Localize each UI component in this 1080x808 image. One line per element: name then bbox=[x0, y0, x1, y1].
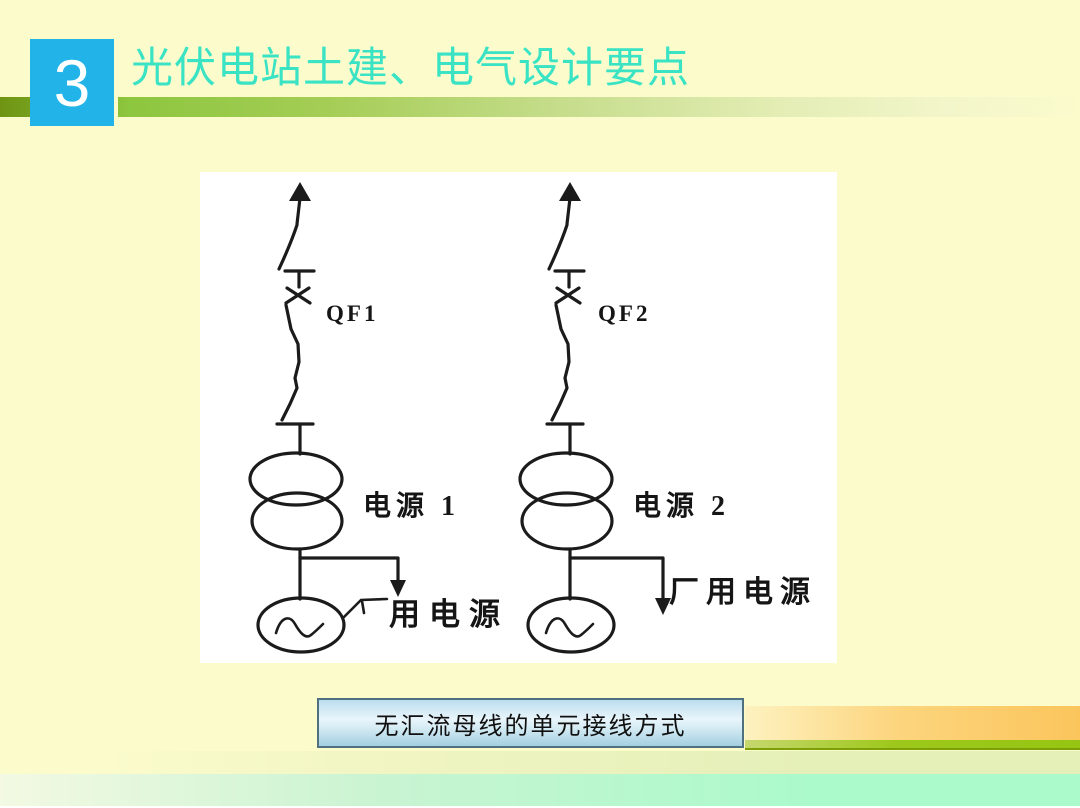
footer-orange-bar bbox=[745, 706, 1080, 740]
footer-pale-band bbox=[0, 751, 1080, 774]
footer-green-bar bbox=[745, 740, 1080, 750]
single-line-diagram-svg: QF1 电源 1 用电源 bbox=[248, 182, 817, 654]
footer-mint-band bbox=[0, 774, 1080, 806]
slide-number-box: 3 bbox=[30, 39, 118, 130]
breaker-x-icon bbox=[284, 271, 312, 305]
header-green-bar bbox=[0, 97, 1080, 117]
up-arrow-icon bbox=[289, 182, 311, 226]
breaker-x-icon bbox=[554, 271, 582, 305]
tap-label-1: 用电源 bbox=[389, 597, 509, 632]
transformer-symbol bbox=[248, 451, 344, 551]
source-label-1: 电源 1 bbox=[363, 490, 460, 522]
label-leader-line bbox=[342, 597, 389, 619]
switch-zigzag-line bbox=[280, 303, 301, 422]
tap-arrow bbox=[298, 556, 406, 597]
source-label-2: 电源 2 bbox=[633, 490, 730, 522]
caption-box: 无汇流母线的单元接线方式 bbox=[317, 698, 744, 748]
breaker-label-qf2: QF2 bbox=[598, 301, 650, 326]
breaker-label-qf1: QF1 bbox=[326, 301, 378, 326]
caption-text: 无汇流母线的单元接线方式 bbox=[374, 713, 687, 740]
transformer-symbol bbox=[518, 451, 614, 551]
branch-2: QF2 电源 2 厂用电源 bbox=[518, 182, 817, 654]
disconnector-symbol bbox=[277, 223, 316, 273]
tap-label-2: 厂用电源 bbox=[669, 576, 817, 609]
up-arrow-icon bbox=[559, 182, 581, 226]
slide-number: 3 bbox=[53, 45, 91, 120]
diagram-panel: QF1 电源 1 用电源 bbox=[200, 172, 837, 663]
slide-title: 光伏电站土建、电气设计要点 bbox=[131, 46, 691, 92]
disconnector-symbol bbox=[547, 223, 586, 273]
bottom-white-strip bbox=[0, 806, 1080, 808]
generator-symbol bbox=[256, 596, 346, 654]
tap-arrow bbox=[568, 556, 671, 615]
branch-1: QF1 电源 1 用电源 bbox=[248, 182, 509, 654]
switch-zigzag-line bbox=[550, 303, 571, 422]
generator-symbol bbox=[526, 596, 616, 654]
